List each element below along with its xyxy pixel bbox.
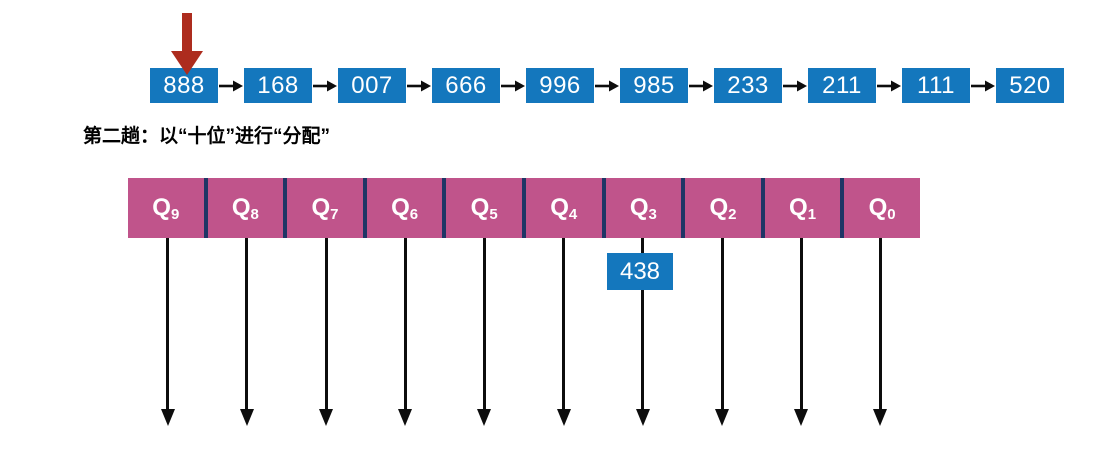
bucket-q8: Q8: [207, 178, 288, 238]
bucket-label: Q5: [470, 194, 498, 223]
bucket-bar: Q9 Q8 Q7 Q6 Q5 Q4 Q3 Q2 Q1 Q0: [128, 178, 920, 238]
down-arrow-icon: [762, 238, 841, 428]
chain-node: 111: [902, 68, 970, 103]
chain-node: 233: [714, 68, 782, 103]
bucket-q1: Q1: [764, 178, 845, 238]
red-pointer-down-arrow-icon: [171, 13, 203, 75]
bucket-label: Q3: [629, 194, 657, 223]
down-arrow-icon: [603, 238, 682, 428]
right-arrow-icon: [970, 68, 996, 103]
down-arrow-icon: [524, 238, 603, 428]
bucket-q4: Q4: [525, 178, 606, 238]
pass-title: 第二趟：以“十位”进行“分配”: [83, 126, 331, 147]
down-arrow-icon: [128, 238, 207, 428]
right-arrow-icon: [594, 68, 620, 103]
bucket-label: Q6: [391, 194, 419, 223]
right-arrow-icon: [782, 68, 808, 103]
down-arrow-icon: [286, 238, 365, 428]
bucket-label: Q0: [868, 194, 896, 223]
chain-node: 996: [526, 68, 594, 103]
distributed-node: 438: [607, 253, 673, 290]
down-arrow-icon: [445, 238, 524, 428]
right-arrow-icon: [500, 68, 526, 103]
bucket-label: Q4: [550, 194, 578, 223]
bucket-label: Q1: [789, 194, 817, 223]
bucket-q9: Q9: [128, 178, 208, 238]
right-arrow-icon: [688, 68, 714, 103]
chain-node: 888: [150, 68, 218, 103]
bucket-q3: Q3: [605, 178, 686, 238]
chain-node: 007: [338, 68, 406, 103]
number-chain: 888 168 007 666 996 985 233 211 111 520: [150, 68, 1064, 103]
chain-node: 985: [620, 68, 688, 103]
right-arrow-icon: [406, 68, 432, 103]
down-arrow-icon: [682, 238, 761, 428]
bucket-q7: Q7: [287, 178, 367, 238]
bucket-q0: Q0: [844, 178, 920, 238]
chain-node: 520: [996, 68, 1064, 103]
bucket-label: Q2: [709, 194, 737, 223]
down-arrow-icon: [841, 238, 920, 428]
down-arrow-icon: [366, 238, 445, 428]
chain-node: 666: [432, 68, 500, 103]
down-arrow-icon: [207, 238, 286, 428]
chain-node: 211: [808, 68, 876, 103]
bucket-q5: Q5: [446, 178, 526, 238]
right-arrow-icon: [312, 68, 338, 103]
bucket-label: Q8: [231, 194, 259, 223]
chain-node: 168: [244, 68, 312, 103]
bucket-drop-arrows: [128, 238, 920, 428]
bucket-label: Q9: [152, 194, 180, 223]
right-arrow-icon: [218, 68, 244, 103]
bucket-q2: Q2: [685, 178, 765, 238]
bucket-label: Q7: [311, 194, 339, 223]
right-arrow-icon: [876, 68, 902, 103]
bucket-q6: Q6: [366, 178, 447, 238]
